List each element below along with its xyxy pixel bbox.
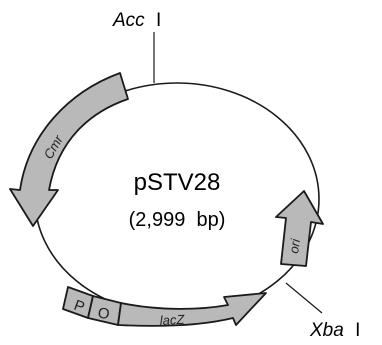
- lacz-gene-label: lacZ: [159, 312, 185, 328]
- acc-enzyme-text: Acc: [112, 10, 145, 31]
- acc-site-label: Acc I: [112, 10, 161, 31]
- xba-numeral-text: I: [355, 320, 360, 341]
- xba-enzyme-text: Xba: [309, 320, 344, 341]
- ori-arrow: [275, 190, 324, 267]
- cmr-gene-arrow: [9, 72, 129, 227]
- ori-label: ori: [286, 237, 303, 254]
- plasmid-name: pSTV28: [134, 169, 221, 196]
- xba-site-leader-line: [285, 282, 323, 314]
- operator-label: O: [96, 304, 111, 323]
- plasmid-size: (2,999 bp): [129, 209, 226, 231]
- xba-site-label: Xba I: [309, 320, 360, 341]
- operator-label-text: O: [96, 304, 111, 323]
- lacz-gene-arrow: [117, 292, 267, 327]
- lacz-label-text: lacZ: [159, 312, 185, 328]
- acc-numeral-text: I: [156, 10, 161, 31]
- ori-label-text: ori: [286, 237, 303, 254]
